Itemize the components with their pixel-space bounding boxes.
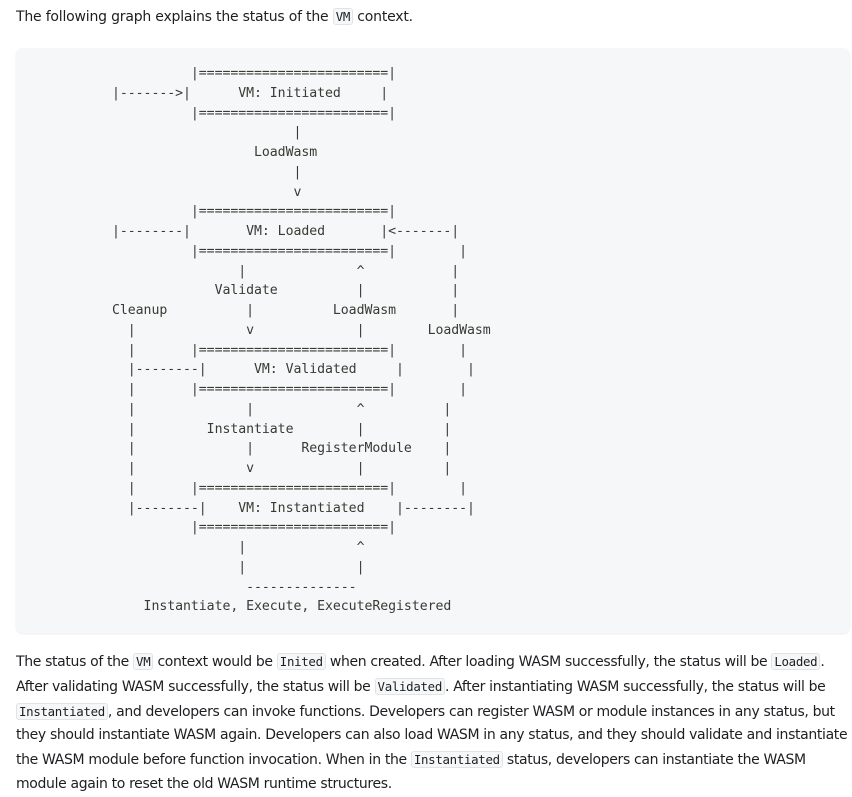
diagram-line: | | RegisterModule | xyxy=(112,441,452,457)
diagram-line: | v | | xyxy=(112,461,452,476)
diagram-line: v xyxy=(112,184,302,200)
intro-paragraph: The following graph explains the status … xyxy=(16,6,413,28)
diagram-line: | Instantiate | | xyxy=(112,421,452,437)
description-text: when created. After loading WASM success… xyxy=(325,654,772,670)
description-text: The status of the xyxy=(16,654,134,670)
diagram-text: |========================| |------->| VM… xyxy=(16,48,850,617)
diagram-line: | |========================| | xyxy=(112,480,468,496)
inline-code-instantiated: Instantiated xyxy=(16,702,108,720)
diagram-line: Instantiate, Execute, ExecuteRegistered xyxy=(112,599,452,615)
description-text: status, developers can instantiate the W… xyxy=(16,752,806,792)
diagram-line: | xyxy=(112,164,302,180)
diagram-line: |========================| xyxy=(112,105,397,121)
inline-code-vm: VM xyxy=(332,8,354,25)
diagram-line: | | xyxy=(112,559,365,575)
diagram-line: | | ^ | xyxy=(112,401,452,417)
intro-text-after: context. xyxy=(353,9,413,25)
diagram-line: | |========================| | xyxy=(112,382,468,397)
description-text: , and developers can invoke functions. D… xyxy=(16,703,848,769)
inline-code-vm: VM xyxy=(133,653,154,670)
diagram-line: |========================| | xyxy=(112,243,468,259)
diagram-line: |========================| xyxy=(112,66,397,81)
diagram-line: | |========================| | xyxy=(112,342,468,358)
inline-code-instantiated: Instantiated xyxy=(410,751,503,769)
diagram-line: | v | LoadWasm xyxy=(112,322,491,338)
description-text: . After instantiating WASM successfully,… xyxy=(445,678,826,695)
description-text: context would be xyxy=(153,654,277,670)
vm-status-diagram: |========================| |------->| VM… xyxy=(16,48,850,633)
diagram-line: |--------| VM: Instantiated |--------| xyxy=(112,500,475,516)
diagram-line: -------------- xyxy=(112,579,357,595)
diagram-line: |--------| VM: Validated | | xyxy=(112,362,475,378)
diagram-line: LoadWasm xyxy=(112,145,318,160)
diagram-line: |------->| VM: Initiated | xyxy=(112,85,389,101)
diagram-line: |--------| VM: Loaded |<-------| xyxy=(112,224,460,239)
diagram-line: | ^ | xyxy=(112,263,460,279)
diagram-line: | ^ xyxy=(112,540,365,555)
diagram-line: |========================| xyxy=(112,204,397,220)
diagram-line: Cleanup | LoadWasm | xyxy=(112,303,460,318)
inline-code-validated: Validated xyxy=(374,677,445,695)
description-text: . After validating WASM successfully, th… xyxy=(16,654,825,695)
diagram-line: Validate | | xyxy=(112,283,460,299)
diagram-line: |========================| xyxy=(112,520,397,536)
intro-text-before: The following graph explains the status … xyxy=(16,9,333,25)
inline-code-loaded: Loaded xyxy=(771,653,821,670)
inline-code-inited: Inited xyxy=(276,653,326,670)
diagram-line: | xyxy=(112,125,302,141)
description-paragraph: The status of the VM context would be In… xyxy=(16,650,850,797)
